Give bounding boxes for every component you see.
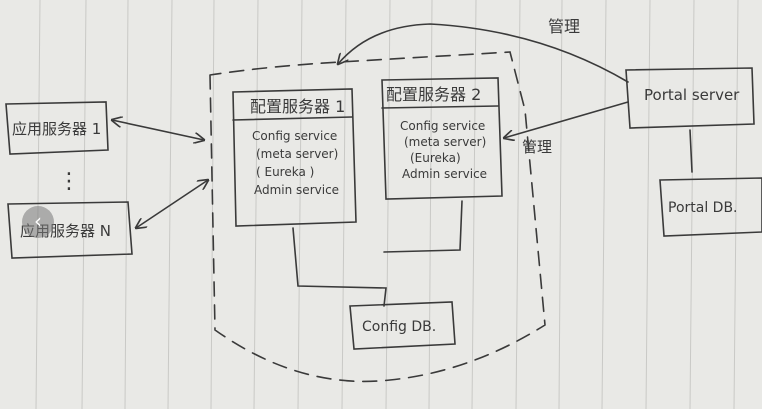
config-server-1-line: ( Eureka ) (256, 165, 314, 179)
db-connector-1 (292, 227, 387, 307)
config-server-2-line: Config service (400, 119, 485, 133)
db-connector-2 (383, 200, 463, 253)
app-server-n-box (7, 201, 133, 259)
config-server-2-line: (meta server) (404, 135, 486, 149)
cluster-boundary (209, 51, 546, 383)
config-server-1-line: Config service (252, 129, 337, 143)
config-server-1-line: Admin service (254, 183, 339, 197)
manage-side-label: 管理 (522, 138, 552, 156)
config-server-1-line: (meta server) (256, 147, 338, 161)
config-server-2-line: Admin service (402, 167, 487, 181)
app-server-dots: ⋮ (58, 169, 80, 194)
manage-top-label: 管理 (548, 17, 580, 36)
config-db-box (349, 301, 456, 350)
config-server-1-box (232, 88, 357, 227)
arrow-appn-cluster (136, 180, 208, 228)
arrow-manage-side (504, 101, 629, 138)
arrow-manage-top (338, 23, 629, 83)
config-server-1-title: 配置服务器 1 (250, 97, 345, 116)
chevron-left-icon[interactable]: ‹ (22, 206, 54, 238)
config-server-2-box (381, 77, 503, 200)
portal-server-label: Portal server (644, 86, 740, 104)
app-server-1-label: 应用服务器 1 (12, 120, 101, 138)
app-server-1-box (5, 101, 109, 155)
portal-server-box (625, 67, 755, 129)
portal-db-box (659, 177, 762, 237)
portal-db-label: Portal DB. (668, 200, 738, 216)
portal-db-connector (689, 129, 693, 173)
config-server-2-title: 配置服务器 2 (386, 85, 481, 104)
config-server-2-line: (Eureka) (410, 151, 461, 165)
config-db-label: Config DB. (362, 319, 436, 335)
arrow-app1-cluster (112, 120, 204, 140)
